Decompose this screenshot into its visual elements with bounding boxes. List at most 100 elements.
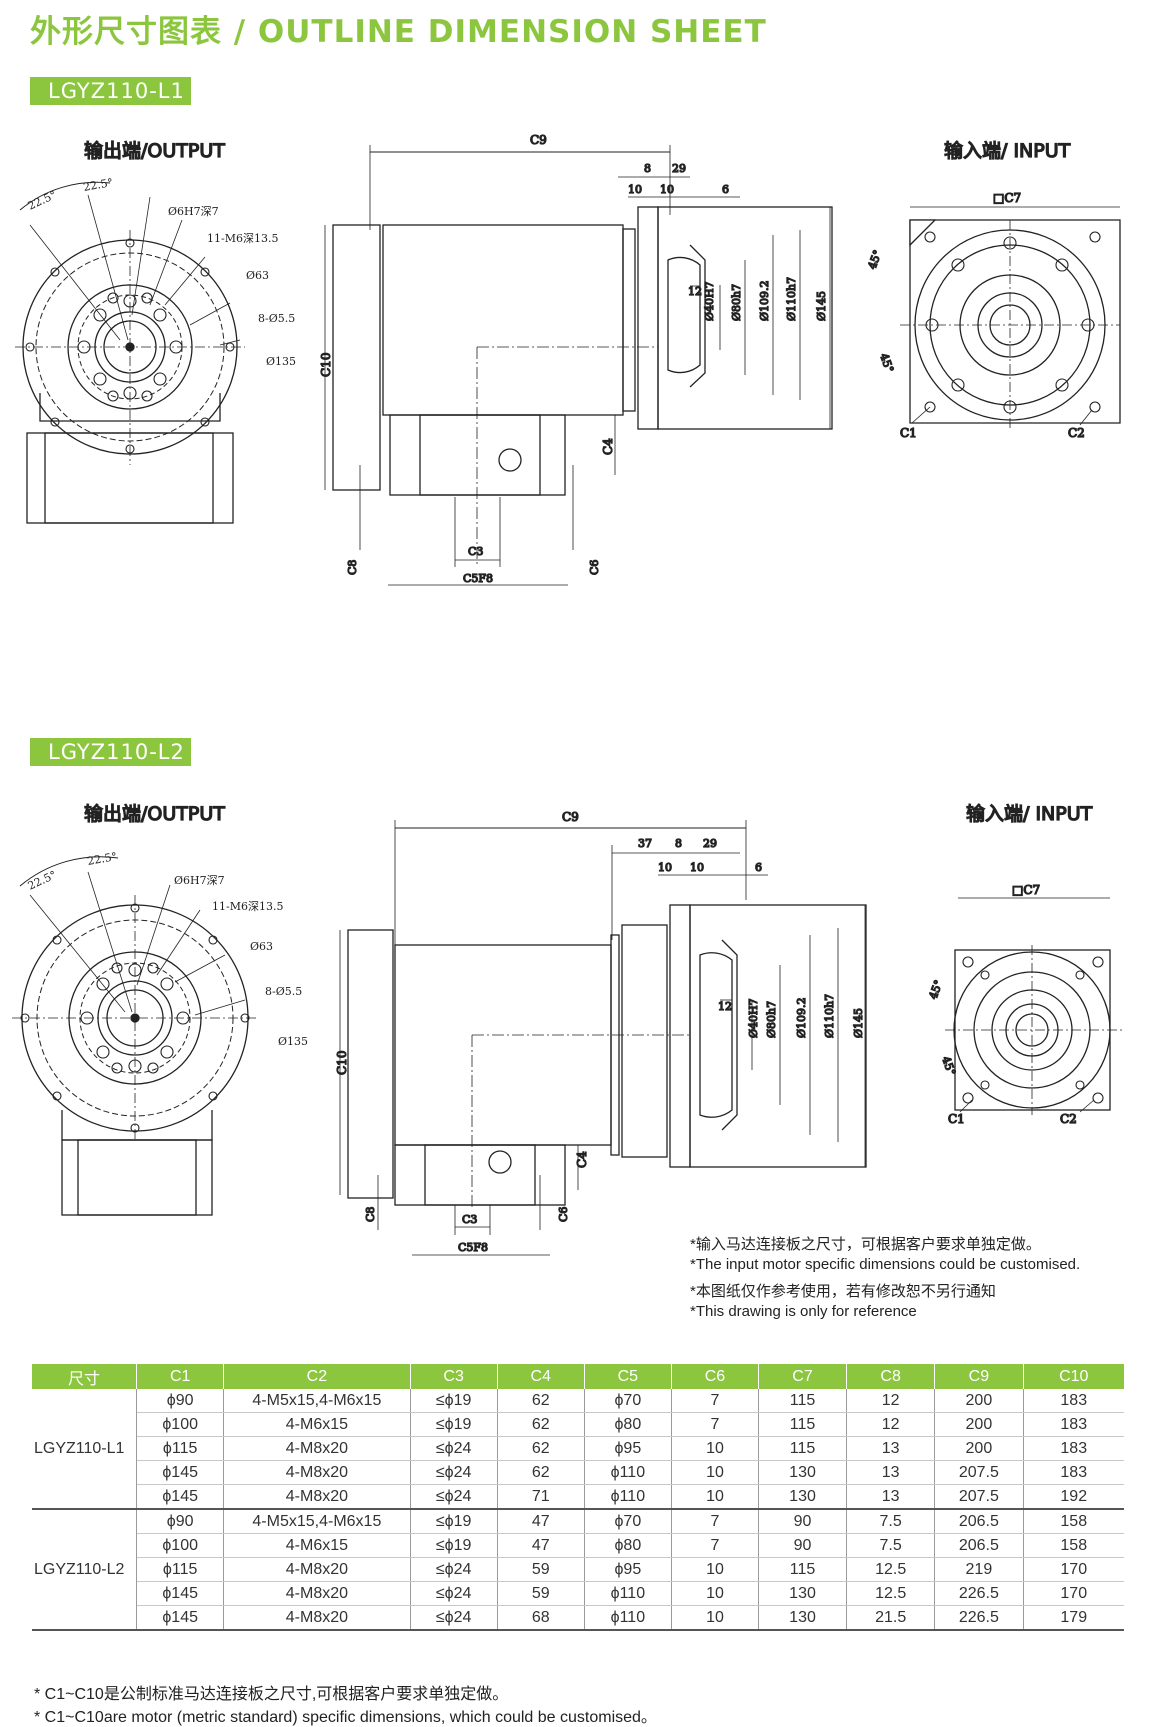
table-cell: 115 xyxy=(758,1436,848,1461)
header-cell: C7 xyxy=(758,1364,848,1389)
header-cell: 尺寸 xyxy=(32,1364,138,1389)
svg-text:C6: C6 xyxy=(557,1207,570,1222)
table-cell: 10 xyxy=(671,1460,759,1485)
svg-text:8-Ø5.5: 8-Ø5.5 xyxy=(258,312,295,325)
table-cell: 115 xyxy=(758,1412,848,1437)
table-cell: ϕ100 xyxy=(136,1533,225,1558)
table-cell: 206.5 xyxy=(934,1509,1024,1534)
svg-text:45°: 45° xyxy=(866,248,885,271)
table-cell: 170 xyxy=(1023,1581,1124,1606)
svg-text:6: 6 xyxy=(722,183,729,196)
svg-text:6: 6 xyxy=(755,861,762,874)
table-cell: ≤ϕ24 xyxy=(410,1436,498,1461)
svg-text:29: 29 xyxy=(672,162,686,175)
svg-text:□C7: □C7 xyxy=(993,191,1021,205)
table-cell: ≤ϕ19 xyxy=(410,1389,498,1413)
svg-text:C10: C10 xyxy=(335,1051,349,1075)
input-label-l2: 输入端/ INPUT xyxy=(966,803,1093,825)
table-cell: ϕ115 xyxy=(136,1436,225,1461)
table-cell: 7 xyxy=(671,1412,759,1437)
table-cell: ϕ145 xyxy=(136,1460,225,1485)
table-cell: 90 xyxy=(758,1509,848,1534)
svg-text:10: 10 xyxy=(660,183,674,196)
table-cell: ϕ110 xyxy=(584,1581,672,1606)
table-cell: 12.5 xyxy=(846,1557,936,1582)
svg-text:22.5°: 22.5° xyxy=(86,850,118,868)
table-cell: 10 xyxy=(671,1436,759,1461)
table-cell: 4-M5x15,4-M6x15 xyxy=(223,1389,411,1413)
table-cell: ϕ70 xyxy=(584,1389,672,1413)
model-tag-l1: LGYZ110-L1 xyxy=(30,77,191,105)
header-cell: C2 xyxy=(223,1364,411,1389)
table-cell: 130 xyxy=(758,1605,848,1631)
table-cell: 200 xyxy=(934,1389,1024,1413)
svg-text:Ø6H7深7: Ø6H7深7 xyxy=(174,874,225,887)
table-cell: 206.5 xyxy=(934,1533,1024,1558)
svg-text:C6: C6 xyxy=(588,560,601,575)
svg-text:8-Ø5.5: 8-Ø5.5 xyxy=(265,985,302,998)
svg-text:37: 37 xyxy=(638,837,652,850)
table-cell: 183 xyxy=(1023,1412,1124,1437)
model-tag-l2: LGYZ110-L2 xyxy=(30,738,191,766)
table-cell: ϕ90 xyxy=(136,1509,225,1534)
svg-text:Ø135: Ø135 xyxy=(266,355,296,368)
svg-text:□C7: □C7 xyxy=(1012,883,1040,897)
svg-text:Ø110h7: Ø110h7 xyxy=(785,277,798,321)
svg-text:C3: C3 xyxy=(468,545,483,558)
table-cell: 4-M8x20 xyxy=(223,1484,411,1510)
svg-text:10: 10 xyxy=(690,861,704,874)
svg-text:Ø110h7: Ø110h7 xyxy=(823,994,836,1038)
dimension-table: 尺寸 C1 C2 C3 C4 C5 C6 C7 C8 C9 C10 LGYZ11… xyxy=(32,1364,1124,1631)
table-cell: 62 xyxy=(497,1460,585,1485)
table-cell: ≤ϕ19 xyxy=(410,1533,498,1558)
table-header-row: 尺寸 C1 C2 C3 C4 C5 C6 C7 C8 C9 C10 xyxy=(32,1364,1124,1389)
header-cell: C1 xyxy=(136,1364,225,1389)
table-cell: 200 xyxy=(934,1436,1024,1461)
table-cell: 12 xyxy=(846,1412,936,1437)
table-cell: 4-M8x20 xyxy=(223,1581,411,1606)
table-cell: ϕ115 xyxy=(136,1557,225,1582)
table-cell: 59 xyxy=(497,1557,585,1582)
table-cell: 12 xyxy=(846,1389,936,1413)
output-label-l2: 输出端/OUTPUT xyxy=(84,803,225,825)
svg-text:C2: C2 xyxy=(1060,1112,1077,1126)
table-cell: 13 xyxy=(846,1484,936,1510)
table-cell: 13 xyxy=(846,1460,936,1485)
note-2-cn: *本图纸仅作参考使用，若有修改恕不另行通知 xyxy=(690,1283,996,1300)
svg-text:11-M6深13.5: 11-M6深13.5 xyxy=(207,232,278,245)
table-cell: ϕ110 xyxy=(584,1484,672,1510)
table-cell: 47 xyxy=(497,1509,585,1534)
input-label: 输入端/ INPUT xyxy=(944,140,1071,162)
svg-text:C10: C10 xyxy=(319,353,333,377)
table-cell: ϕ90 xyxy=(136,1389,225,1413)
table-cell: ϕ95 xyxy=(584,1436,672,1461)
svg-text:45°: 45° xyxy=(927,978,946,1001)
svg-text:Ø135: Ø135 xyxy=(278,1035,308,1048)
table-cell: 4-M8x20 xyxy=(223,1460,411,1485)
svg-text:C5F8: C5F8 xyxy=(458,1241,488,1254)
table-cell: 200 xyxy=(934,1412,1024,1437)
header-cell: C4 xyxy=(497,1364,585,1389)
table-cell: ϕ80 xyxy=(584,1412,672,1437)
svg-text:Ø145: Ø145 xyxy=(852,1008,865,1038)
table-cell: 71 xyxy=(497,1484,585,1510)
table-cell: 130 xyxy=(758,1460,848,1485)
table-cell: 62 xyxy=(497,1389,585,1413)
table-cell: 10 xyxy=(671,1557,759,1582)
svg-text:Ø40H7: Ø40H7 xyxy=(747,998,760,1038)
table-cell: ≤ϕ19 xyxy=(410,1509,498,1534)
table-cell: 13 xyxy=(846,1436,936,1461)
table-cell: 47 xyxy=(497,1533,585,1558)
svg-text:Ø40H7: Ø40H7 xyxy=(703,281,716,321)
table-cell: 130 xyxy=(758,1484,848,1510)
svg-text:C8: C8 xyxy=(346,560,359,575)
table-cell: ϕ145 xyxy=(136,1605,225,1631)
table-cell: ≤ϕ24 xyxy=(410,1605,498,1631)
